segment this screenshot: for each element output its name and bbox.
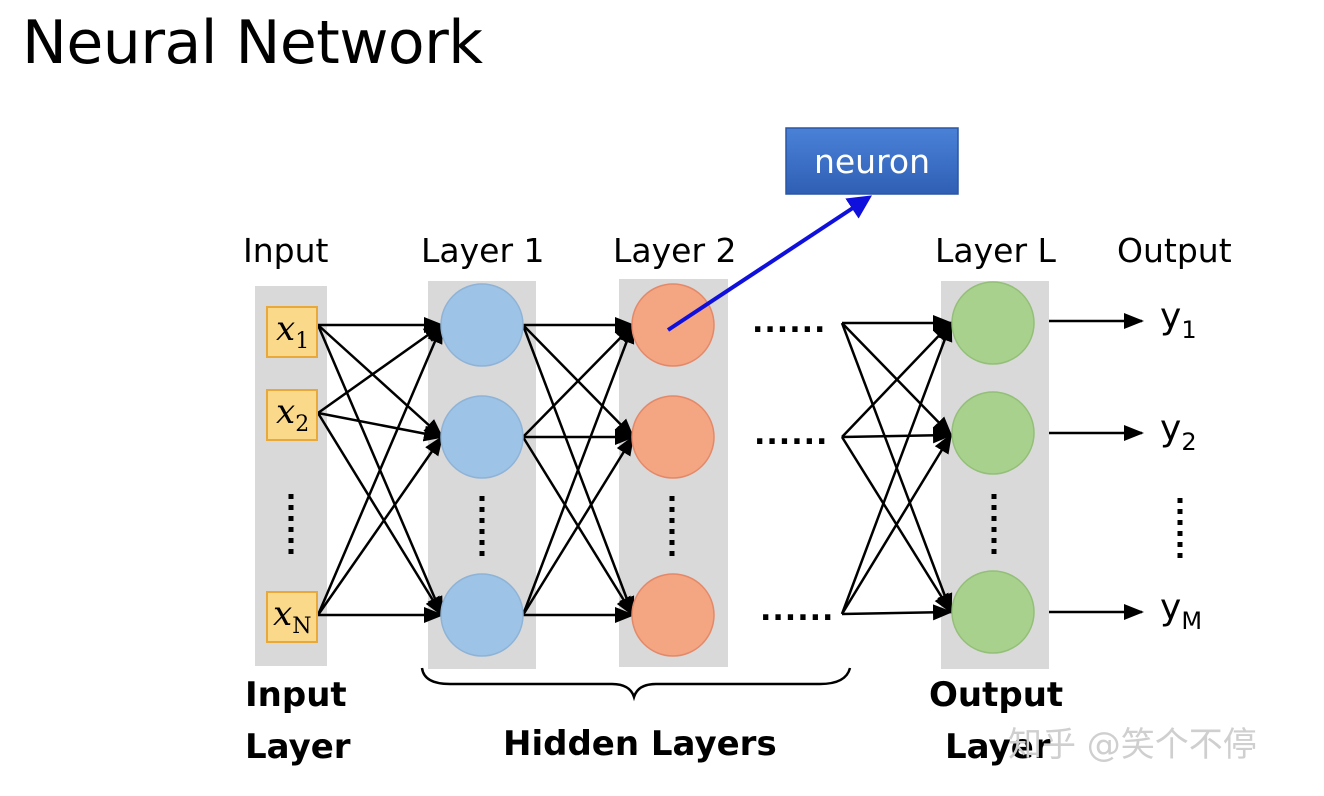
edge-hidden-2-output-2: [841, 604, 953, 621]
edge-hidden-2-output-1: [840, 433, 953, 615]
vertical-dot-4-4: [1177, 542, 1183, 547]
layer2-neuron-n: [631, 573, 715, 657]
edge-hidden-1-output-1: [841, 427, 953, 444]
page-title: Neural Network: [22, 8, 483, 78]
svg-text:x2: x2: [276, 392, 309, 437]
neuron-callout: neuron: [785, 127, 959, 195]
callout-label: neuron: [814, 142, 930, 181]
layer1-neuron-2: [440, 395, 524, 479]
ellipsis-row-1: ......: [752, 305, 826, 340]
ellipsis-row-3: ......: [760, 593, 834, 628]
edge-input-2-layer1-0: [316, 323, 444, 616]
layer1-neuron-n: [440, 573, 524, 657]
edge-layer1-2-layer2-0: [521, 323, 635, 616]
vertical-dot-3-5: [991, 549, 997, 554]
vertical-dot-3-4: [991, 538, 997, 543]
vertical-dot-4-1: [1177, 509, 1183, 514]
vertical-dot-2-5: [669, 551, 675, 556]
output-y1: y1: [1160, 296, 1197, 344]
svg-text:x1: x1: [276, 309, 309, 354]
vertical-dot-3-0: [991, 494, 997, 499]
vertical-dot-0-5: [288, 549, 294, 554]
edge-layer1-2-layer2-1: [521, 435, 635, 616]
edge-input-1-layer1-0: [317, 323, 444, 415]
input-node-x2: x2: [266, 389, 318, 441]
vertical-dot-0-3: [288, 527, 294, 532]
input-layer-label-1: Input: [245, 675, 347, 715]
vertical-dot-1-3: [479, 529, 485, 534]
edge-input-2-layer1-1: [316, 435, 444, 616]
vertical-dot-0-2: [288, 516, 294, 521]
hidden-layers-brace: [420, 667, 852, 702]
edge-input-1-layer1-1: [317, 411, 444, 442]
vertical-dot-0-0: [288, 494, 294, 499]
header-layerL: Layer L: [935, 231, 1056, 270]
edge-input-1-layer1-2: [316, 412, 444, 617]
output-yM: yM: [1160, 587, 1202, 635]
connections: [316, 315, 953, 623]
svg-text:xN: xN: [273, 594, 311, 639]
output-neuron-m: [951, 570, 1035, 654]
callout-arrow: [666, 195, 873, 332]
vertical-dot-2-2: [669, 518, 675, 523]
vertical-dot-4-3: [1177, 531, 1183, 536]
vertical-dot-2-0: [669, 496, 675, 501]
output-neuron-1: [951, 281, 1035, 365]
layer2-neuron-2: [631, 395, 715, 479]
vertical-dot-2-1: [669, 507, 675, 512]
vertical-dot-1-1: [479, 507, 485, 512]
vertical-dot-4-5: [1177, 553, 1183, 558]
ellipsis-row-2: ......: [754, 417, 828, 452]
vertical-dot-1-0: [479, 496, 485, 501]
vertical-dot-2-4: [669, 540, 675, 545]
vertical-dot-3-1: [991, 505, 997, 510]
vertical-dot-4-0: [1177, 498, 1183, 503]
input-node-x1: x1: [266, 306, 318, 358]
vertical-dot-3-3: [991, 527, 997, 532]
vertical-dot-4-2: [1177, 520, 1183, 525]
output-layer-label-2: Layer: [945, 727, 1051, 767]
input-layer-label-2: Layer: [245, 727, 351, 767]
header-layer2: Layer 2: [613, 231, 737, 270]
layer1-neuron-1: [440, 283, 524, 367]
watermark: 知乎 @笑个不停: [1008, 725, 1257, 765]
output-layer-label-1: Output: [929, 675, 1063, 715]
vertical-dot-0-1: [288, 505, 294, 510]
edge-hidden-1-output-0: [841, 321, 953, 438]
vertical-dot-1-5: [479, 551, 485, 556]
edge-input-0-layer1-1: [317, 324, 444, 439]
vertical-dot-2-3: [669, 529, 675, 534]
vertical-dot-1-4: [479, 540, 485, 545]
edge-hidden-2-output-0: [840, 321, 953, 615]
input-node-xN: xN: [266, 591, 318, 643]
vertical-dot-1-2: [479, 518, 485, 523]
output-neuron-2: [951, 391, 1035, 475]
vertical-ellipsis-marks: [288, 494, 1183, 558]
header-layer1: Layer 1: [421, 231, 545, 270]
hidden-layers-label: Hidden Layers: [503, 724, 777, 764]
output-y2: y2: [1160, 408, 1197, 456]
vertical-dot-3-2: [991, 516, 997, 521]
header-input: Input: [243, 231, 329, 270]
header-output: Output: [1117, 231, 1232, 270]
edge-layer1-1-layer2-0: [522, 323, 635, 438]
vertical-dot-0-4: [288, 538, 294, 543]
